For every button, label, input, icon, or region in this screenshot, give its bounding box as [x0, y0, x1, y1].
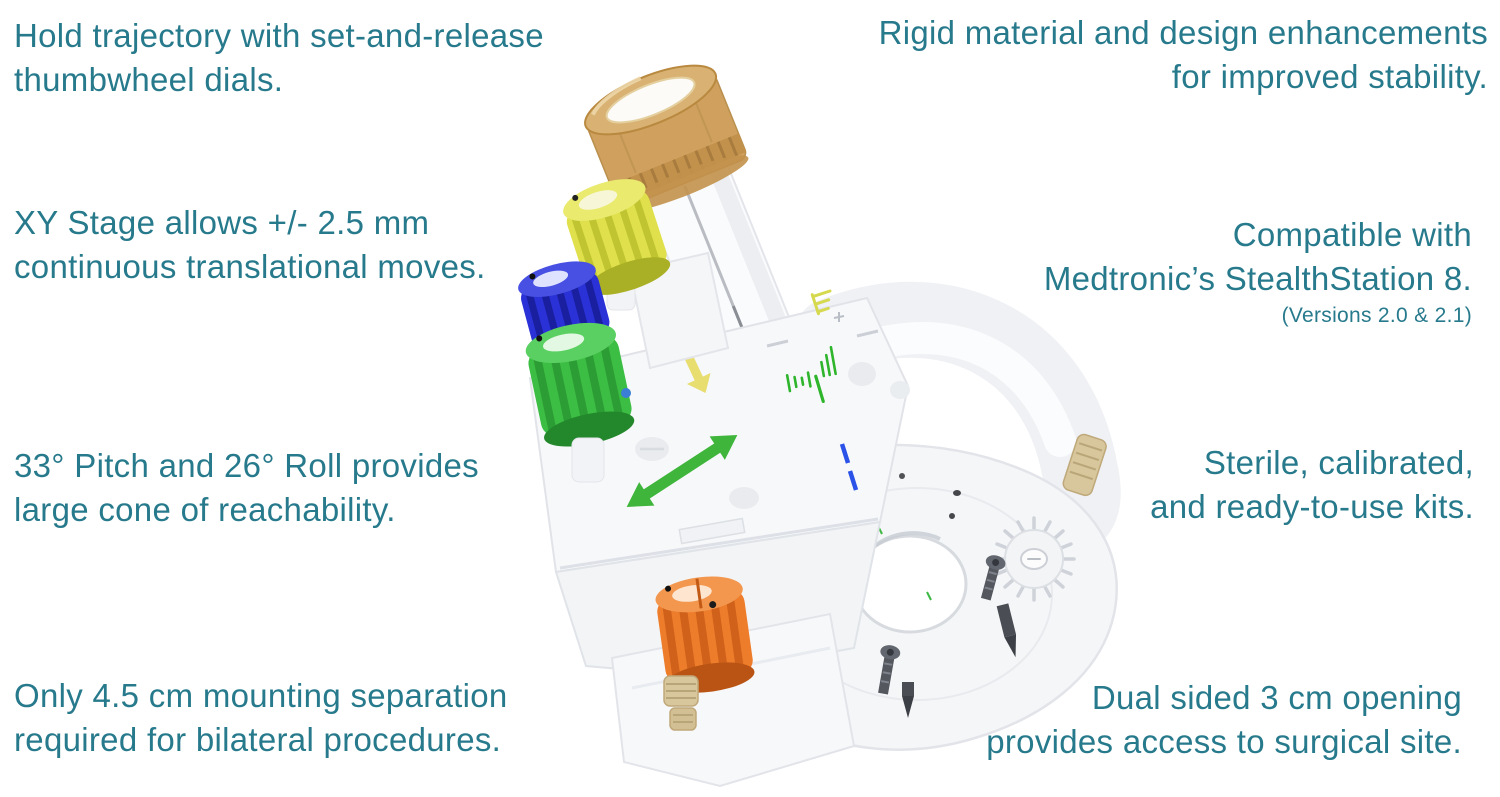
starburst-wheel — [992, 516, 1076, 602]
yellow-tick-scale — [810, 289, 832, 316]
feature-sterile-kits: Sterile, calibrated, and ready-to-use ki… — [1150, 441, 1474, 529]
feature-dual-opening: Dual sided 3 cm opening provides access … — [986, 676, 1462, 764]
feature-text-line: Compatible with — [1232, 216, 1472, 253]
dial-housing — [628, 251, 730, 370]
feature-text-line: Medtronic’s StealthStation 8. — [1043, 260, 1472, 297]
feature-text-line: Sterile, calibrated, — [1203, 444, 1474, 481]
feature-text-line: XY Stage allows +/- 2.5 mm — [14, 204, 430, 241]
feature-hold-trajectory: Hold trajectory with set-and-release thu… — [14, 14, 544, 102]
green-tick-scale — [785, 345, 837, 404]
feature-text-line: Dual sided 3 cm opening — [1091, 679, 1462, 716]
feature-text-subnote: (Versions 2.0 & 2.1) — [1281, 304, 1472, 327]
feature-rigid-material: Rigid material and design enhancements f… — [879, 11, 1488, 99]
feature-text-line: Rigid material and design enhancements — [878, 14, 1488, 51]
feature-pitch-roll: 33° Pitch and 26° Roll provides large co… — [14, 444, 479, 532]
fixation-spike — [902, 682, 914, 718]
feature-text-line: continuous translational moves. — [14, 248, 486, 285]
crosshair-mark — [833, 312, 845, 322]
feature-text-line: thumbwheel dials. — [14, 61, 284, 98]
feature-text-line: 33° Pitch and 26° Roll provides — [14, 447, 479, 484]
feature-text-line: required for bilateral procedures. — [14, 721, 502, 758]
fixation-spike — [996, 603, 1017, 658]
thumbwheel-dial-green — [525, 322, 635, 447]
feature-text-line: and ready-to-use kits. — [1150, 488, 1474, 525]
blue-port-dot — [621, 388, 631, 398]
tan-ridged-knob — [663, 675, 699, 731]
feature-text-line: large cone of reachability. — [14, 491, 396, 528]
feature-xy-stage: XY Stage allows +/- 2.5 mm continuous tr… — [14, 201, 486, 289]
thumbwheel-dial-yellow — [563, 179, 671, 295]
feature-compatibility: Compatible with Medtronic’s StealthStati… — [1044, 213, 1472, 330]
feature-text-line: for improved stability. — [1171, 58, 1488, 95]
translation-green-arrow — [626, 435, 738, 507]
tan-wedge — [1062, 433, 1107, 497]
feature-text-line: Hold trajectory with set-and-release — [14, 17, 544, 54]
thumbwheel-dial-orange — [655, 576, 755, 693]
device-illustration — [518, 64, 1121, 788]
blue-tick-marks — [839, 443, 859, 491]
feature-mounting-separation: Only 4.5 cm mounting separation required… — [14, 674, 508, 762]
feature-text-line: Only 4.5 cm mounting separation — [14, 677, 508, 714]
feature-text-line: provides access to surgical site. — [986, 723, 1462, 760]
dial-neck — [571, 437, 605, 483]
